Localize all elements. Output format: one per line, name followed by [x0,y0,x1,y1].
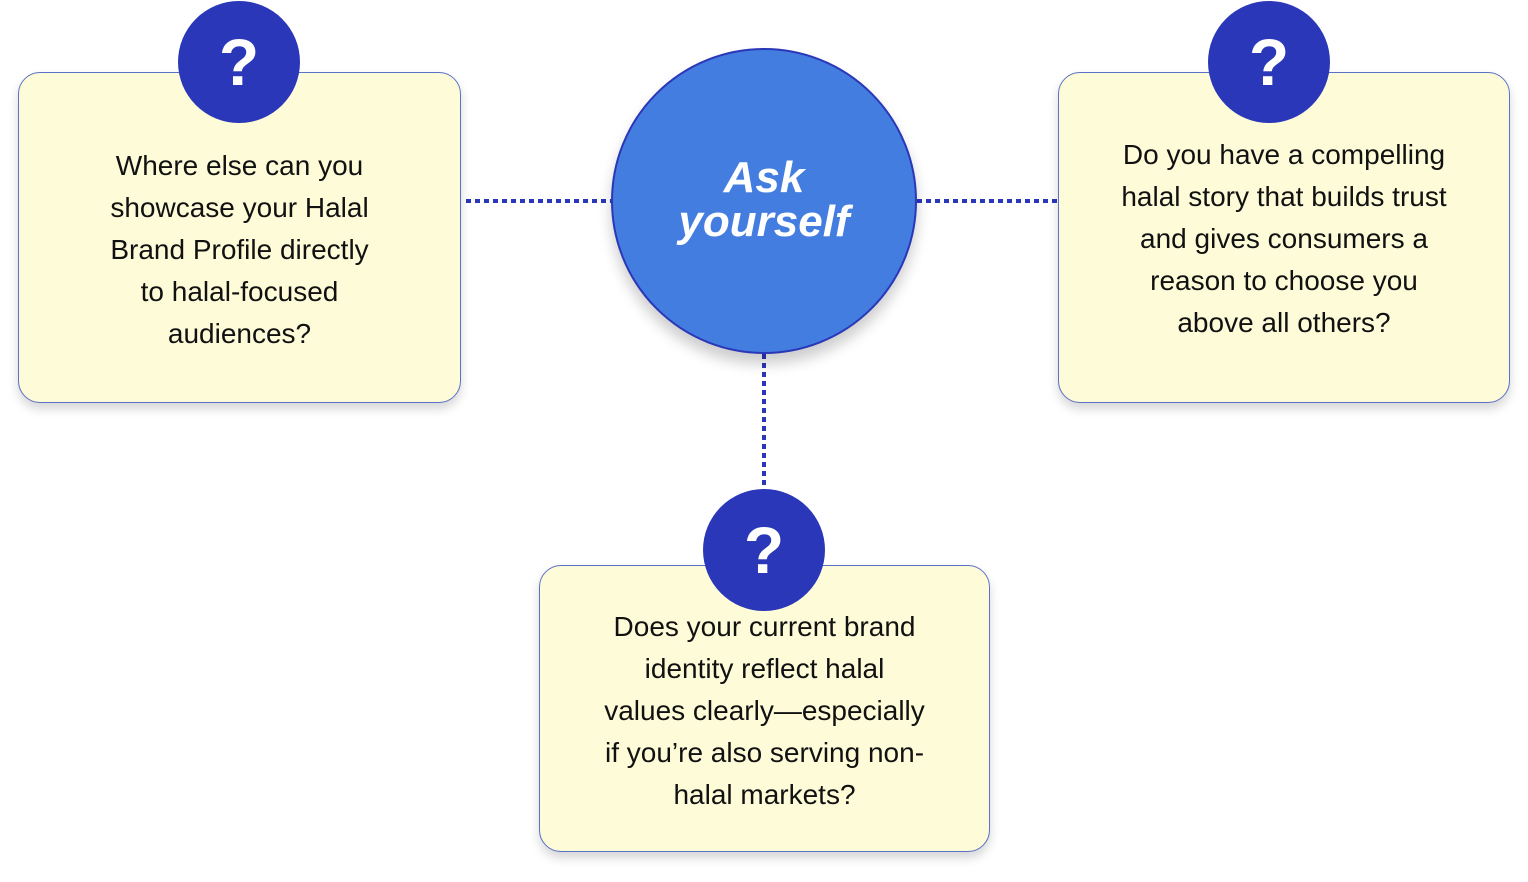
question-mark-icon: ? [1208,1,1330,123]
question-mark-icon: ? [703,489,825,611]
question-card-right: Do you have a compelling halal story tha… [1058,72,1510,403]
question-text-left: Where else can you showcase your Halal B… [110,150,369,349]
question-mark-icon: ? [178,1,300,123]
question-text-bottom: Does your current brand identity reflect… [604,611,925,810]
question-text-right: Do you have a compelling halal story tha… [1121,139,1447,338]
ask-yourself-hub: Ask yourself [611,48,917,354]
question-card-bottom: Does your current brand identity reflect… [539,565,990,852]
hub-title: Ask yourself [678,153,850,246]
